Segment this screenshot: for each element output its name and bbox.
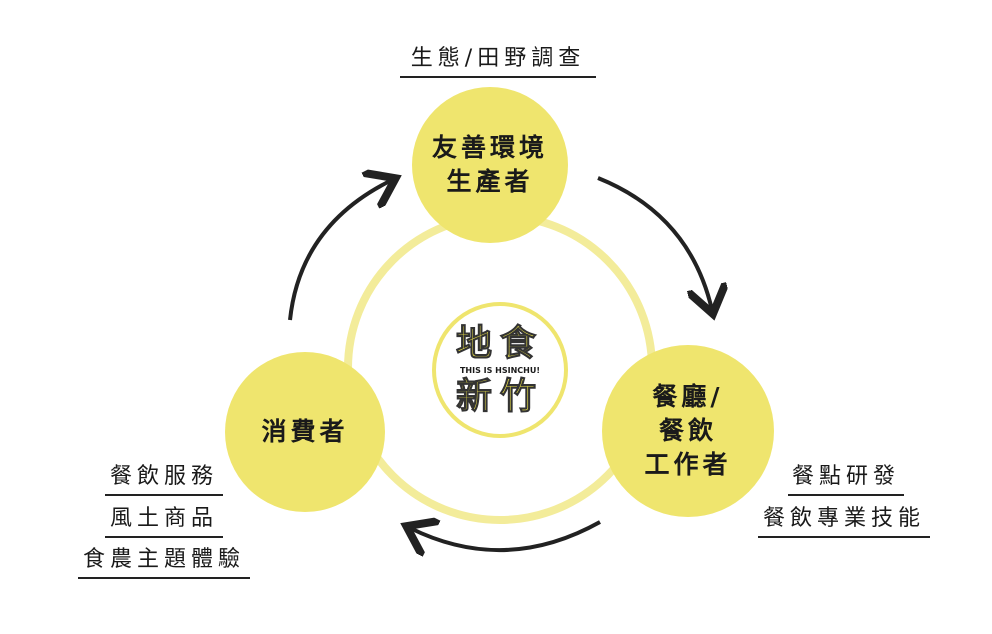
node-text: 餐廳/ — [652, 382, 724, 411]
logo-line2: 新竹 — [455, 375, 544, 417]
label-field-survey: 生態/田野調查 — [400, 40, 596, 78]
label-local-goods: 風土商品 — [105, 500, 223, 538]
node-restaurant: 餐廳/ 餐飲 工作者 — [602, 345, 774, 517]
label-food-farm-experience: 食農主題體驗 — [78, 541, 250, 579]
logo-tagline: THIS IS HSINCHU! — [459, 365, 541, 375]
logo: 地食 THIS IS HSINCHU! 新竹 — [432, 302, 568, 438]
node-text: 工作者 — [644, 450, 732, 479]
node-text: 消費者 — [261, 417, 349, 446]
node-consumer: 消費者 — [225, 352, 385, 512]
node-text: 生產者 — [446, 167, 534, 196]
node-producer: 友善環境 生產者 — [412, 87, 568, 243]
label-catering-skills: 餐飲專業技能 — [758, 500, 930, 538]
node-text: 友善環境 — [431, 133, 548, 162]
logo-line1: 地食 — [455, 322, 544, 364]
node-text: 餐飲 — [658, 416, 717, 445]
label-catering-service: 餐飲服務 — [105, 458, 223, 496]
label-menu-dev: 餐點研發 — [788, 458, 904, 496]
arrow-producer-to-restaurant — [597, 176, 712, 310]
arrow-consumer-to-producer — [288, 180, 392, 321]
arrow-restaurant-to-consumer — [410, 522, 601, 550]
